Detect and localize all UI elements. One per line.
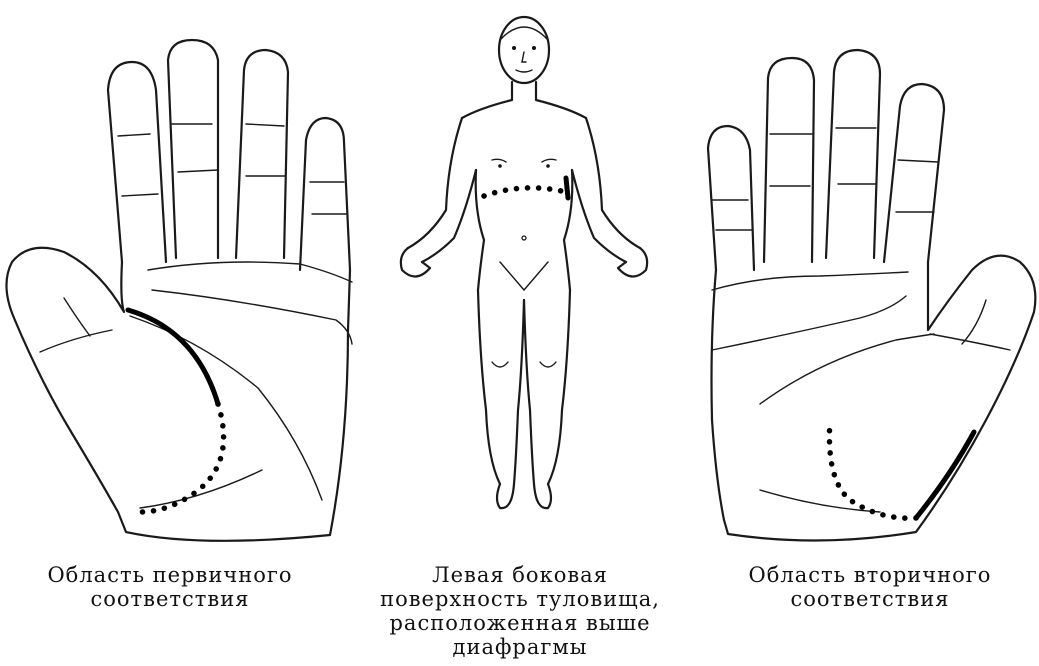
caption-left-side-torso: Левая боковая поверхность туловища, расп…	[340, 563, 700, 659]
right-palm-drawing	[708, 50, 1035, 541]
left-palm-drawing	[6, 40, 352, 541]
human-figure-drawing	[401, 17, 647, 508]
caption-secondary-area: Область вторичного соответствия	[720, 563, 1020, 611]
caption-primary-area: Область первичного соответствия	[20, 563, 320, 611]
correspondence-diagram	[0, 0, 1039, 545]
